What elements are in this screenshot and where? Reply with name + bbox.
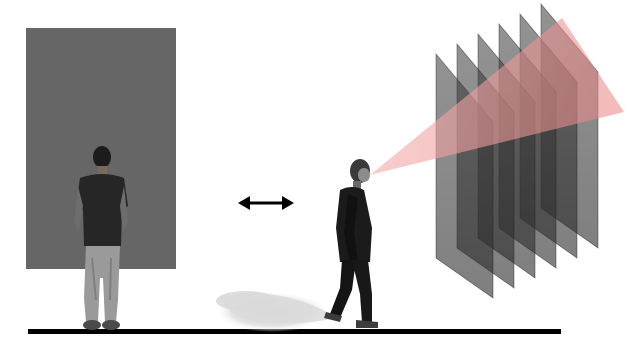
double-headed-arrow-icon bbox=[238, 196, 294, 210]
walking-person-shadow bbox=[214, 291, 336, 332]
walking-person-side-view bbox=[324, 159, 378, 328]
